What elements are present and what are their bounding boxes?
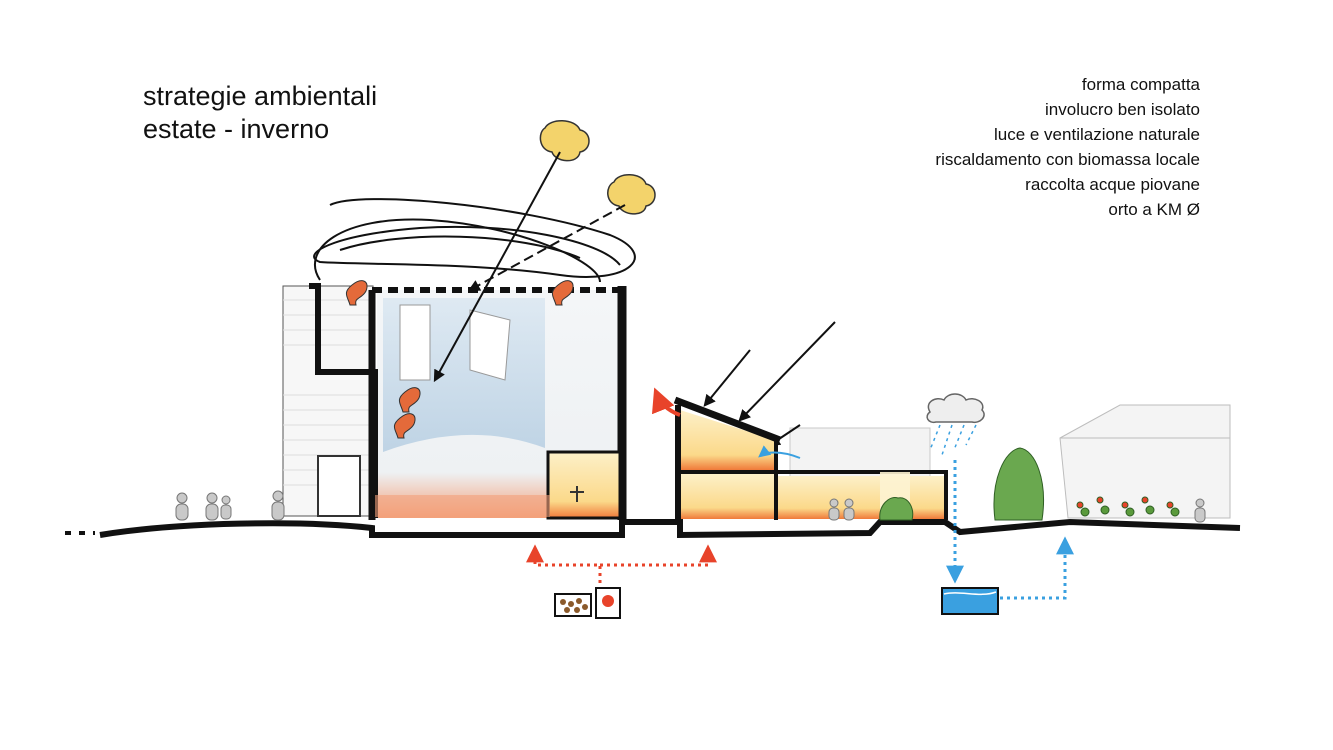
strategy-item: raccolta acque piovane: [1025, 175, 1200, 194]
tower-volume: [282, 285, 374, 517]
annex-building: [651, 387, 948, 520]
strategy-item: involucro ben isolato: [1045, 100, 1200, 119]
strategy-item: forma compatta: [1081, 75, 1200, 94]
biomass-store-icon: [554, 593, 592, 617]
wind-icon: [345, 280, 574, 439]
diagram-title: strategie ambientali estate - inverno: [143, 80, 377, 146]
main-hall: [309, 283, 627, 520]
rain-cloud-icon: [926, 393, 985, 456]
boiler-icon: [595, 587, 621, 619]
vegetation: [879, 447, 1180, 521]
ventilation-loops: [313, 198, 636, 283]
people-figures: [175, 490, 1206, 523]
title-line-1: strategie ambientali: [143, 81, 378, 111]
strategy-item: riscaldamento con biomassa locale: [935, 150, 1200, 169]
strategy-item: luce e ventilazione naturale: [993, 125, 1200, 144]
strategy-list: forma compatta involucro ben isolato luc…: [935, 72, 1200, 222]
sun-icon: [607, 174, 656, 215]
strategy-item: orto a KM Ø: [1108, 200, 1200, 219]
sun-icon: [539, 120, 590, 162]
title-line-2: estate - inverno: [143, 114, 330, 144]
water-tank-icon: [941, 587, 999, 615]
ground-line: [65, 518, 1241, 539]
biomass-heating-loop: [526, 544, 717, 590]
rainwater-loop: [946, 460, 1074, 600]
